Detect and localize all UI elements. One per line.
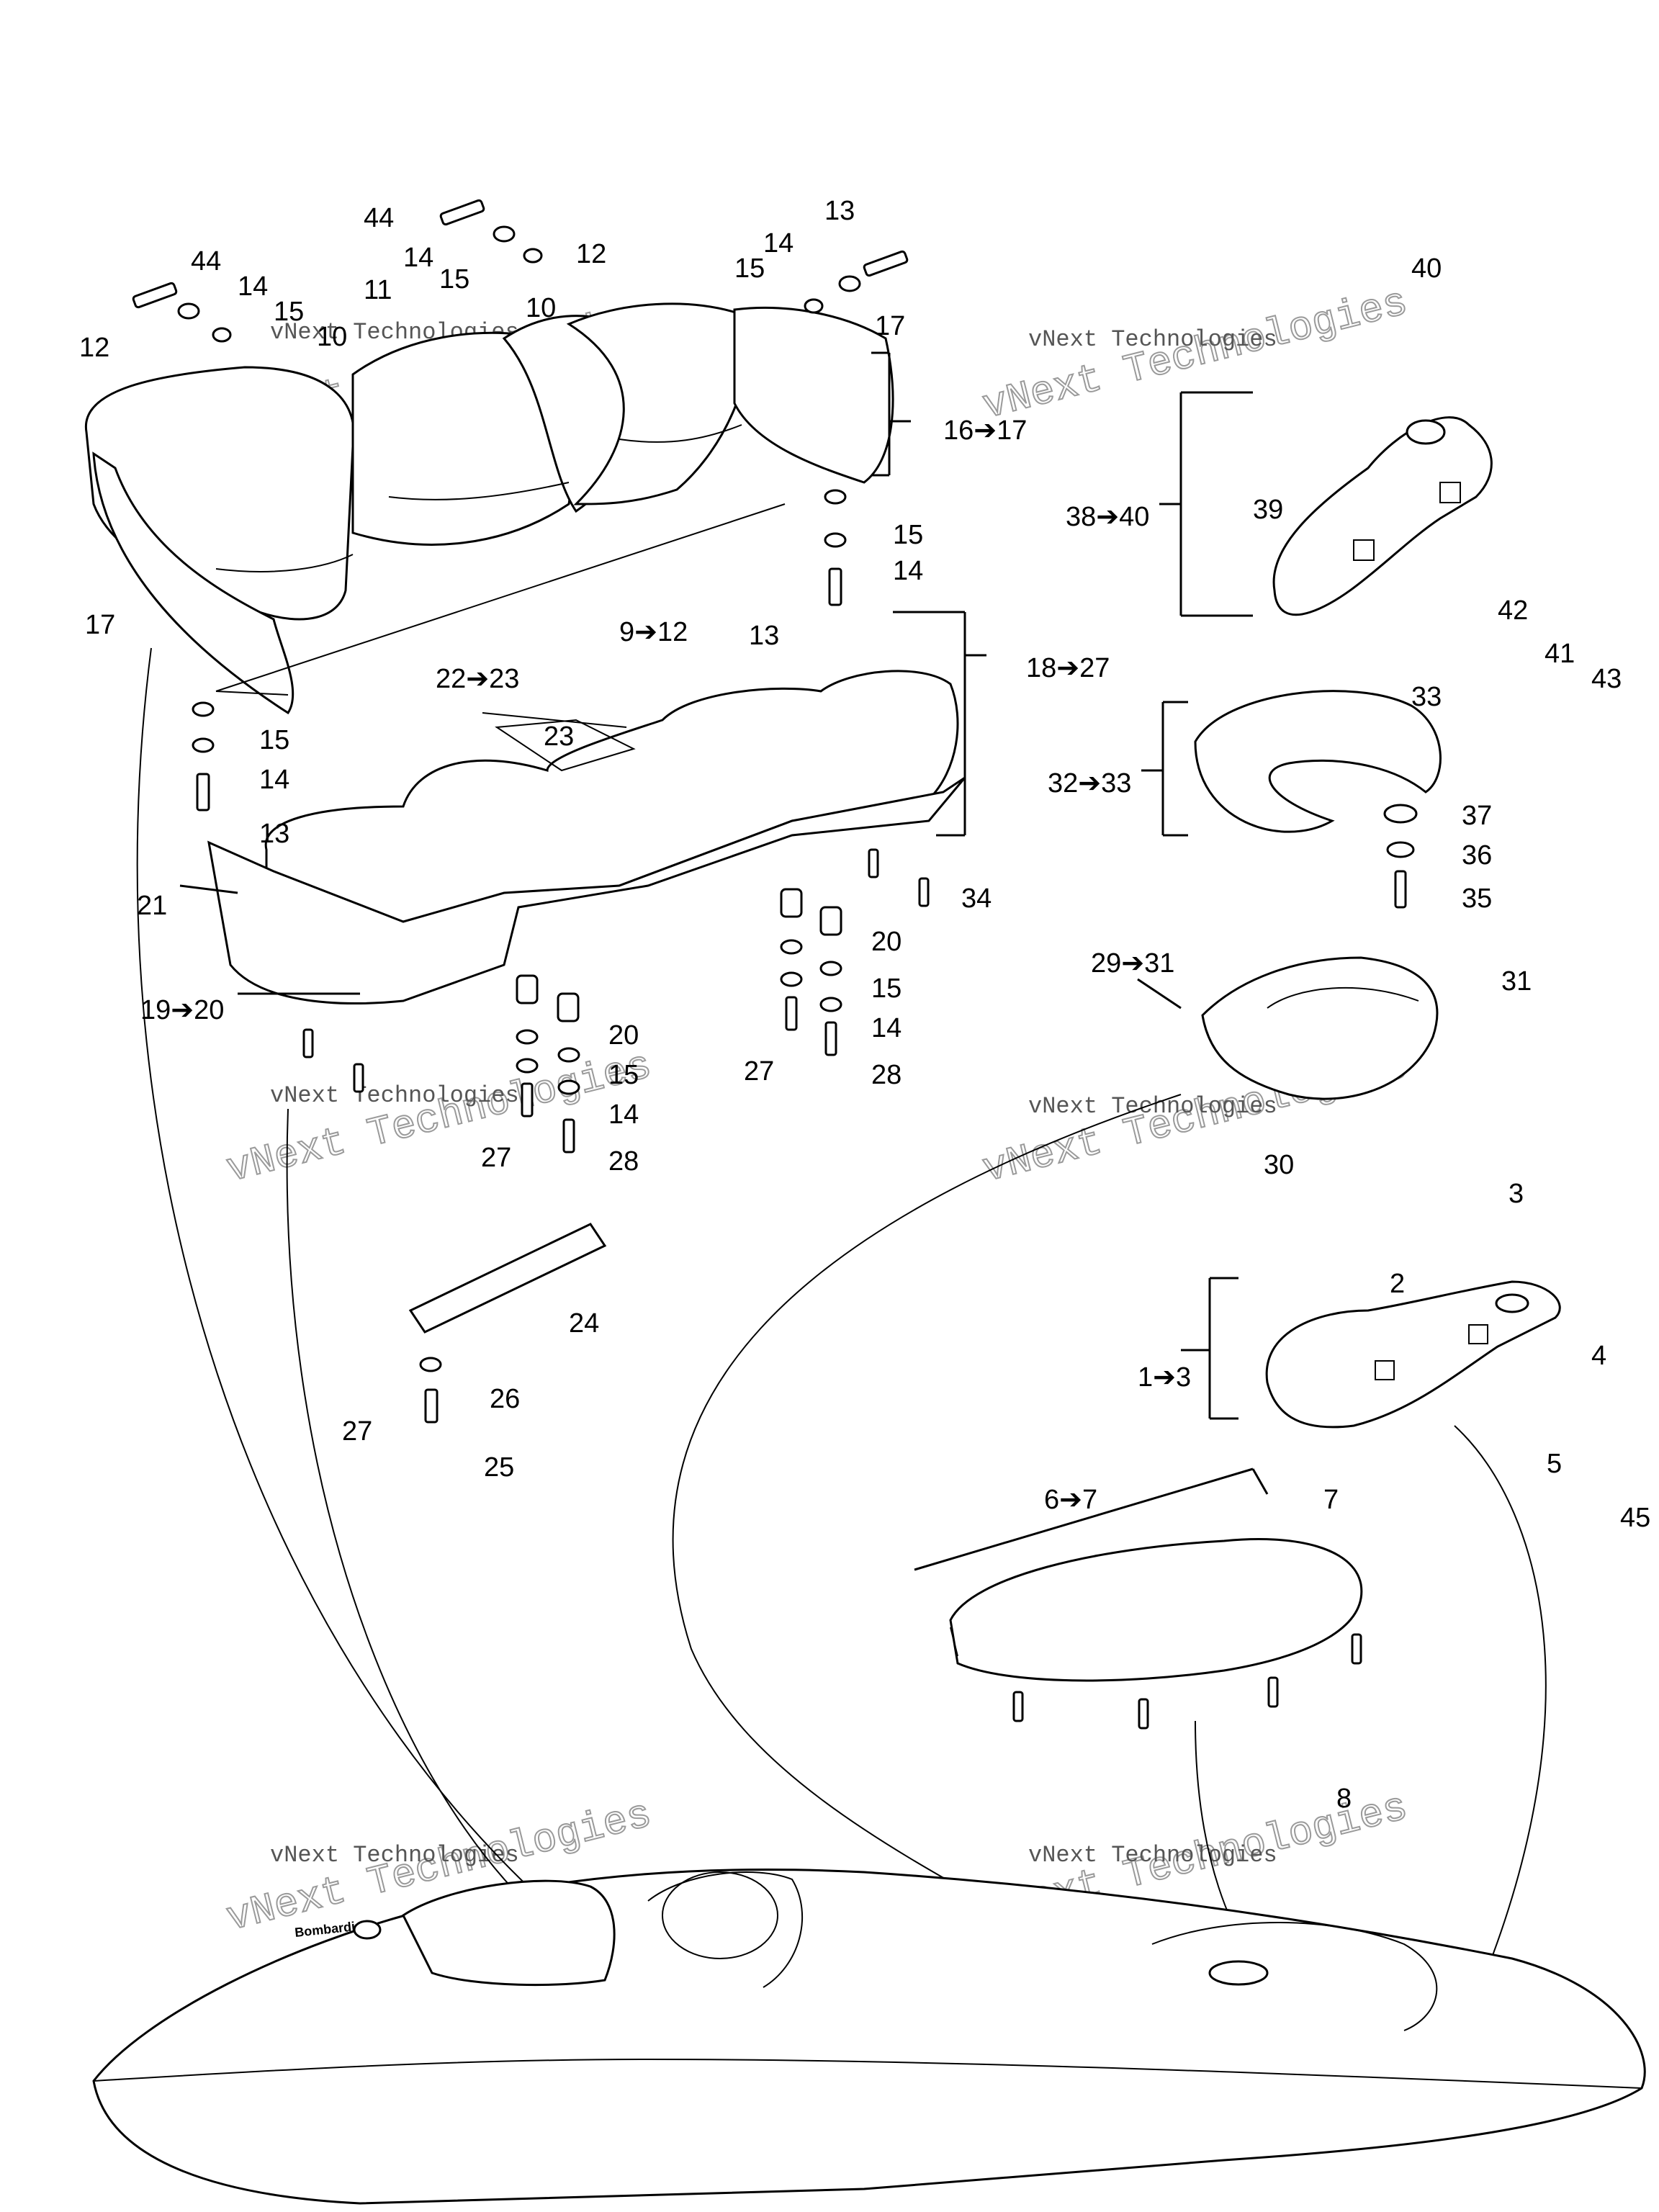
label-3: 3	[1509, 1179, 1524, 1209]
label-27-b: 27	[481, 1143, 511, 1173]
label-27-c: 27	[342, 1416, 372, 1447]
fasteners	[132, 199, 930, 1424]
label-42: 42	[1498, 595, 1528, 626]
label-38-40: 38➔40	[1066, 502, 1149, 532]
label-22-23: 22➔23	[436, 664, 519, 694]
seat-base-assembly	[207, 670, 966, 1004]
strap-24	[408, 1223, 607, 1334]
label-14-g: 14	[608, 1100, 639, 1130]
watermark-5-small: vNext Technologies	[270, 1842, 519, 1869]
label-10-b: 10	[526, 293, 556, 323]
label-15-b: 15	[439, 264, 469, 295]
label-30: 30	[1264, 1150, 1294, 1180]
right-parts	[949, 416, 1561, 1730]
label-1-3: 1➔3	[1138, 1362, 1191, 1393]
label-15-c: 15	[734, 253, 765, 284]
label-15-a: 15	[274, 297, 304, 327]
label-13-a: 13	[824, 196, 855, 226]
label-20-a: 20	[871, 927, 902, 957]
watermark-2-small: vNext Technologies	[1028, 326, 1277, 353]
label-15-f: 15	[871, 974, 902, 1004]
label-17-b: 17	[85, 610, 115, 640]
watermark-2: vNext Technologies	[979, 279, 1412, 429]
label-12-b: 12	[79, 333, 109, 363]
label-14-c: 14	[763, 228, 793, 258]
label-44-a: 44	[191, 246, 221, 276]
seat-cover-rear-cap	[92, 451, 295, 715]
seat-cover-mid-cushion-3	[566, 302, 751, 505]
label-25: 25	[484, 1452, 514, 1483]
label-31: 31	[1501, 966, 1532, 997]
pad-29-31	[1201, 956, 1439, 1100]
label-37: 37	[1462, 801, 1492, 831]
label-7: 7	[1323, 1485, 1339, 1515]
label-14-b: 14	[403, 243, 433, 273]
watermark-4-small: vNext Technologies	[1028, 1093, 1277, 1120]
label-8: 8	[1336, 1784, 1352, 1814]
leader-lines	[179, 351, 1269, 1571]
label-14-a: 14	[238, 271, 268, 302]
label-15-e: 15	[259, 725, 289, 755]
label-6-7: 6➔7	[1044, 1485, 1097, 1515]
label-14-d: 14	[893, 556, 923, 586]
handle-39-40	[1272, 416, 1493, 616]
label-16-17: 16➔17	[943, 415, 1027, 446]
label-36: 36	[1462, 840, 1492, 871]
label-40: 40	[1411, 253, 1442, 284]
watermark-3-small: vNext Technologies	[270, 1082, 519, 1109]
seat-cover-front-cushion	[733, 306, 894, 484]
hull-console	[402, 1879, 616, 1987]
label-20-b: 20	[608, 1020, 639, 1051]
label-28-b: 28	[608, 1146, 639, 1177]
label-39: 39	[1253, 495, 1283, 525]
label-34: 34	[961, 884, 992, 914]
label-4: 4	[1591, 1341, 1606, 1371]
label-19-20: 19➔20	[140, 995, 224, 1025]
label-12-a: 12	[576, 239, 606, 269]
label-41: 41	[1545, 639, 1575, 669]
seat-base-frame	[207, 776, 966, 1004]
label-15-d: 15	[893, 520, 923, 550]
label-45: 45	[1620, 1503, 1650, 1533]
label-27-a: 27	[744, 1056, 774, 1087]
label-13-c: 13	[259, 819, 289, 849]
label-11: 11	[364, 275, 392, 305]
label-15-g: 15	[608, 1060, 639, 1090]
label-18-27: 18➔27	[1026, 653, 1110, 683]
pad-6-7	[949, 1538, 1363, 1682]
label-5: 5	[1547, 1449, 1562, 1479]
label-43: 43	[1591, 664, 1622, 694]
label-14-e: 14	[259, 765, 289, 795]
callouts: 44 44 14 15 14 15 12 12 11 10 10 13 14 1…	[79, 196, 1650, 1814]
label-10-a: 10	[317, 322, 347, 352]
label-9-12: 9➔12	[619, 617, 688, 647]
label-33: 33	[1411, 682, 1442, 712]
label-14-f: 14	[871, 1013, 902, 1043]
seat-base-upper	[264, 670, 959, 923]
label-44-b: 44	[364, 203, 394, 233]
label-24: 24	[569, 1308, 599, 1339]
seat-cover-assembly	[84, 302, 894, 715]
handle-1-3	[1265, 1280, 1561, 1429]
label-17-a: 17	[875, 311, 905, 341]
label-2: 2	[1390, 1269, 1405, 1299]
watermark-6-small: vNext Technologies	[1028, 1842, 1277, 1869]
hull-body	[92, 1869, 1646, 2205]
label-35: 35	[1462, 884, 1492, 914]
label-13-b: 13	[749, 621, 779, 651]
label-26: 26	[490, 1384, 520, 1414]
label-28-a: 28	[871, 1060, 902, 1090]
cushion-33	[1194, 690, 1442, 833]
hull: Bombardier	[92, 1869, 1646, 2205]
label-21: 21	[137, 891, 167, 921]
label-23: 23	[544, 721, 574, 752]
label-29-31: 29➔31	[1091, 948, 1174, 979]
label-32-33: 32➔33	[1048, 768, 1131, 799]
